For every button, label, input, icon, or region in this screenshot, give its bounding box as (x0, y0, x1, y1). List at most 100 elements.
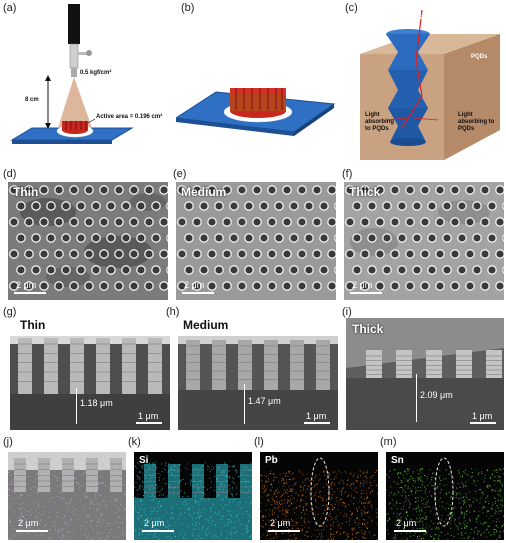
eds-signal-dot (354, 527, 356, 529)
eds-signal-dot (499, 480, 501, 482)
eds-signal-dot (33, 486, 35, 488)
eds-signal-dot (452, 514, 453, 516)
nanohole (144, 281, 154, 291)
eds-signal-dot (331, 498, 333, 500)
nanohole (121, 265, 131, 275)
eds-signal-dot (160, 505, 162, 507)
eds-signal-dot (299, 539, 301, 540)
eds-signal-dot (487, 510, 489, 512)
panel-label-h: (h) (166, 306, 180, 318)
eds-signal-dot (478, 472, 480, 474)
eds-signal-dot (360, 483, 362, 485)
eds-signal-dot (80, 528, 81, 530)
eds-signal-dot (134, 465, 136, 467)
panel-label-d: (d) (3, 168, 17, 180)
eds-signal-dot (300, 486, 302, 488)
eds-signal-dot (22, 491, 24, 493)
nanohole (244, 233, 254, 243)
nanopillar (148, 338, 162, 394)
eds-signal-dot (498, 521, 500, 522)
eds-signal-dot (467, 522, 468, 524)
eds-signal-dot (477, 516, 479, 518)
eds-signal-dot (289, 535, 291, 537)
eds-signal-dot (305, 509, 307, 511)
eds-signal-dot (497, 499, 499, 501)
eds-signal-dot (304, 534, 306, 536)
eds-signal-dot (149, 514, 151, 516)
eds-signal-dot (430, 494, 432, 496)
eds-signal-dot (82, 472, 84, 474)
eds-signal-dot (90, 519, 92, 521)
eds-signal-dot (190, 479, 192, 481)
eds-signal-dot (480, 522, 482, 524)
eds-signal-dot (272, 513, 273, 515)
eds-signal-dot (421, 507, 423, 509)
eds-signal-dot (223, 471, 225, 473)
eds-signal-dot (312, 480, 314, 482)
eds-signal-dot (209, 471, 211, 473)
eds-signal-dot (445, 523, 447, 525)
eds-signal-dot (227, 524, 229, 526)
eds-signal-dot (98, 482, 100, 484)
eds-signal-dot (312, 486, 314, 488)
eds-signal-dot (313, 534, 315, 536)
eds-signal-dot (423, 498, 425, 500)
eds-signal-dot (292, 527, 293, 529)
eds-signal-dot (356, 518, 358, 520)
eds-signal-dot (293, 478, 295, 480)
eds-signal-dot (64, 522, 66, 523)
eds-signal-dot (499, 531, 500, 533)
eds-signal-dot (488, 510, 490, 512)
eds-signal-dot (230, 521, 232, 523)
eds-signal-dot (458, 469, 459, 471)
eds-signal-dot (137, 512, 139, 513)
eds-signal-dot (269, 494, 271, 496)
eds-signal-dot (226, 490, 228, 492)
eds-signal-dot (286, 482, 288, 484)
eds-signal-dot (328, 473, 329, 475)
nanohole (99, 281, 109, 291)
eds-signal-dot (376, 493, 378, 495)
eds-signal-dot (178, 482, 180, 484)
nanohole (69, 217, 79, 227)
eds-signal-dot (42, 514, 44, 515)
nanohole (9, 249, 19, 259)
eds-signal-dot (360, 512, 362, 514)
eds-signal-dot (421, 520, 423, 522)
eds-signal-dot (303, 506, 305, 508)
eds-signal-dot (159, 517, 161, 519)
eds-signal-dot (175, 521, 177, 523)
eds-signal-dot (228, 484, 230, 486)
nanohole (502, 266, 504, 274)
eds-signal-dot (408, 507, 410, 508)
eds-signal-dot (207, 519, 209, 521)
eds-signal-dot (420, 476, 422, 478)
eds-signal-dot (279, 473, 281, 475)
eds-signal-dot (364, 531, 366, 532)
eds-signal-dot (397, 472, 399, 473)
eds-signal-dot (467, 499, 469, 501)
eds-signal-dot (469, 519, 471, 521)
eds-signal-dot (401, 533, 403, 535)
eds-signal-dot (438, 516, 440, 518)
eds-signal-dot (325, 524, 327, 526)
eds-signal-dot (199, 509, 201, 511)
eds-signal-dot (425, 503, 427, 505)
scalebar-j (16, 530, 48, 532)
eds-signal-dot (307, 531, 309, 533)
eds-signal-dot (99, 532, 101, 534)
eds-signal-dot (217, 523, 219, 524)
eds-signal-dot (227, 509, 229, 511)
eds-signal-dot (300, 517, 302, 519)
eds-signal-dot (265, 480, 267, 482)
eds-signal-dot (463, 487, 464, 489)
nanohole (54, 185, 64, 195)
eds-signal-dot (40, 483, 42, 484)
eds-signal-dot (276, 502, 278, 503)
eds-signal-dot (137, 497, 139, 499)
eds-signal-dot (24, 473, 26, 475)
eds-signal-dot (215, 536, 217, 538)
eds-signal-dot (333, 534, 335, 536)
eds-signal-dot (184, 492, 186, 494)
eds-signal-dot (435, 518, 437, 520)
